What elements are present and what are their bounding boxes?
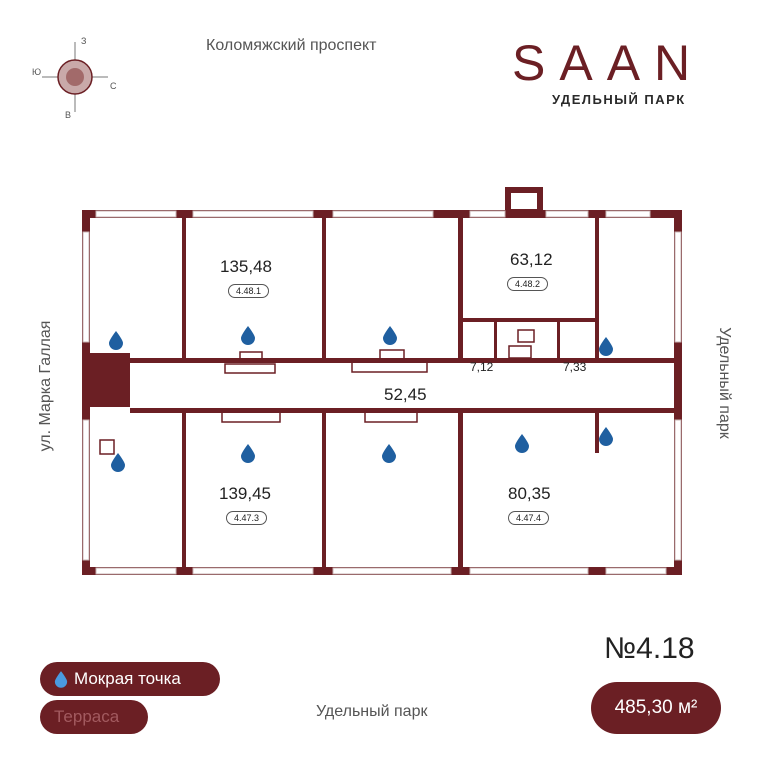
unit-number: №4.18 [604, 632, 695, 665]
water-drop-icon [109, 331, 123, 350]
compass-south-label: В [65, 110, 72, 120]
water-drop-icon [111, 453, 125, 472]
legend-wet-point: Мокрая точка [40, 662, 220, 696]
water-drop-icon [599, 427, 613, 446]
compass: З Ю С В [30, 30, 140, 125]
legend-wet-point-label: Мокрая точка [74, 669, 181, 688]
water-drop-icon [54, 671, 68, 688]
brand-subtitle: УДЕЛЬНЫЙ ПАРК [552, 92, 686, 107]
bathroom-area-left: 7,12 [470, 360, 494, 374]
room-code-1: 4.48.1 [228, 284, 270, 298]
water-drop-icon [599, 337, 613, 356]
room-area-4: 80,35 [508, 484, 551, 503]
water-drop-icon [383, 326, 397, 345]
street-top-label: Коломяжский проспект [206, 37, 377, 54]
water-drop-icon [515, 434, 529, 453]
compass-east-label: С [110, 81, 117, 91]
room-area-3: 139,45 [219, 484, 271, 503]
compass-west-label: Ю [32, 67, 42, 77]
brand-logo: SAAN [512, 35, 705, 91]
room-area-1: 135,48 [220, 257, 272, 276]
legend-terrace-label: Терраса [54, 707, 120, 726]
compass-north-label: З [81, 36, 87, 46]
water-drop-icon [382, 444, 396, 463]
bathroom-area-right: 7,33 [563, 360, 587, 374]
legend-terrace: Терраса [40, 700, 148, 734]
compass-rose-icon [42, 42, 108, 112]
room-code-2: 4.48.2 [507, 277, 549, 291]
water-drop-icon [241, 444, 255, 463]
total-area-badge: 485,30 м² [591, 682, 721, 734]
room-code-3: 4.47.3 [226, 511, 268, 525]
water-drop-icon [241, 326, 255, 345]
street-bottom-label: Удельный парк [316, 703, 428, 720]
room-area-2: 63,12 [510, 250, 553, 269]
corridor-area: 52,45 [384, 385, 427, 404]
room-code-4: 4.47.4 [508, 511, 550, 525]
